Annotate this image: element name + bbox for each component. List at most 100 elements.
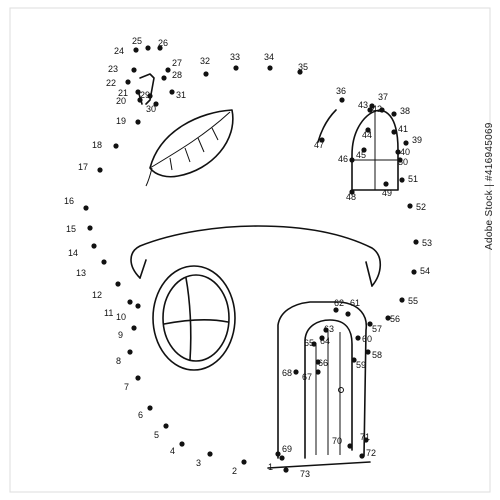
dot-25 [145,45,151,51]
round-window-drawing [152,265,236,371]
dot-label-30: 30 [146,104,156,114]
page-frame [9,7,491,493]
dot-label-25: 25 [132,36,142,46]
dot-26 [157,45,163,51]
dot-label-59: 59 [356,360,366,370]
dot-40 [395,149,401,155]
dot-54 [411,269,417,275]
dot-11 [127,299,133,305]
dot-label-61: 61 [350,298,360,308]
dot-label-47: 47 [314,140,324,150]
dot-67 [315,369,321,375]
dot-label-68: 68 [282,368,292,378]
dot-30 [153,101,159,107]
leaf-drawing [145,109,234,187]
dot-label-31: 31 [176,90,186,100]
dot-27 [165,67,171,73]
dot-68 [293,369,299,375]
dot-label-11: 11 [104,308,113,318]
dot-label-39: 39 [412,135,422,145]
dot-35 [297,69,303,75]
dot-label-62: 62 [334,298,344,308]
dot-label-23: 23 [108,64,118,74]
dot-70 [347,443,353,449]
dot-55 [399,297,405,303]
dot-label-72: 72 [366,448,376,458]
dot-label-44: 44 [362,130,372,140]
dot-29 [147,93,153,99]
dot-49 [383,181,389,187]
dot-label-50: 50 [398,157,408,167]
dot-1 [279,455,285,461]
dot-45 [361,147,367,153]
dot-8 [127,349,133,355]
dot-2 [241,459,247,465]
dot-label-35: 35 [298,62,308,72]
dot-34 [267,65,273,71]
dot-label-43: 43 [358,100,368,110]
dot-label-45: 45 [356,150,366,160]
dot-label-4: 4 [170,446,175,456]
dot-label-32: 32 [200,56,210,66]
dot-label-63: 63 [324,324,334,334]
dot-13 [101,259,107,265]
dot-16 [83,205,89,211]
dot-label-65: 65 [304,338,314,348]
dot-69 [275,451,281,457]
dot-label-29: 29 [140,90,150,100]
dot-23 [131,67,137,73]
dot-label-24: 24 [114,46,124,56]
dot-label-48: 48 [346,192,356,202]
dot-label-53: 53 [422,238,432,248]
dot-label-40: 40 [400,147,410,157]
dot-64 [319,335,325,341]
dot-10 [135,303,141,309]
dot-label-28: 28 [172,70,182,80]
dot-62 [333,307,339,313]
dot-28 [161,75,167,81]
dot-6 [147,405,153,411]
dot-42 [379,107,385,113]
dot-label-49: 49 [382,188,392,198]
dot-label-54: 54 [420,266,430,276]
dot-label-2: 2 [232,466,237,476]
dot-label-41: 41 [398,124,408,134]
dot-18 [113,143,119,149]
dot-label-9: 9 [118,330,123,340]
numbered-dots: 1234567891011121314151617181920212223242… [64,36,432,479]
dot-label-73: 73 [300,469,310,479]
dot-32 [203,71,209,77]
dot-label-26: 26 [158,38,168,48]
dot-label-10: 10 [116,312,126,322]
dot-71 [363,437,369,443]
dot-33 [233,65,239,71]
dot-66 [315,359,321,365]
dot-63 [323,327,329,333]
dot-label-21: 21 [118,88,128,98]
dot-3 [207,451,213,457]
dot-label-22: 22 [106,78,116,88]
dot-label-33: 33 [230,52,240,62]
dot-label-38: 38 [400,106,410,116]
dot-label-19: 19 [116,116,126,126]
dot-37 [369,103,375,109]
dot-61 [345,311,351,317]
dot-label-51: 51 [408,174,418,184]
dot-15 [87,225,93,231]
dot-50 [397,157,403,163]
dot-label-27: 27 [172,58,182,68]
dot-59 [351,357,357,363]
dot-24 [133,47,139,53]
dot-21 [135,89,141,95]
dot-label-57: 57 [372,324,382,334]
dot-label-64: 64 [320,336,330,346]
dot-label-56: 56 [390,314,400,324]
dot-39 [403,140,409,146]
dot-58 [365,349,371,355]
dot-41 [391,129,397,135]
dot-label-58: 58 [372,350,382,360]
dot-12 [115,281,121,287]
dot-4 [179,441,185,447]
